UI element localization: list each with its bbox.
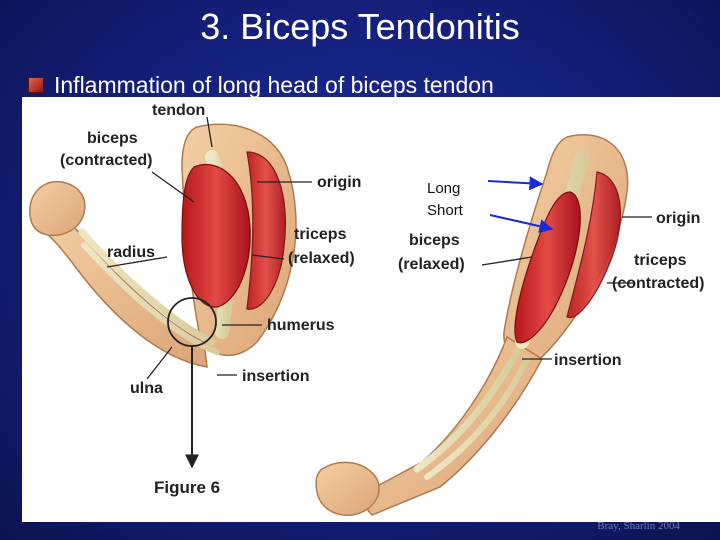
label-origin-left: origin — [317, 174, 361, 191]
label-radius: radius — [107, 244, 155, 261]
label-relaxed-left: (relaxed) — [288, 250, 355, 267]
watermark-text: Bray, Sharlin 2004 — [597, 520, 680, 532]
left-arm-flexed — [29, 123, 297, 469]
label-contracted-right: (contracted) — [612, 275, 704, 292]
arrow-long-head — [487, 176, 544, 191]
label-insertion-right: insertion — [554, 352, 622, 369]
arrow-short-head — [489, 214, 554, 234]
anatomy-figure: tendon biceps (contracted) origin tricep… — [22, 97, 720, 522]
label-contracted-left: (contracted) — [60, 152, 152, 169]
label-humerus: humerus — [267, 317, 335, 334]
label-biceps-left: biceps — [87, 130, 138, 147]
label-biceps-right: biceps — [409, 232, 460, 249]
slide-title: 3. Biceps Tendonitis — [200, 6, 520, 47]
label-origin-right: origin — [656, 210, 700, 227]
label-long-head: Long — [427, 180, 460, 197]
label-triceps-left: triceps — [294, 226, 347, 243]
bullet-square-icon — [28, 77, 44, 93]
right-arm-pointers — [481, 216, 652, 360]
label-relaxed-right: (relaxed) — [398, 256, 465, 273]
label-tendon: tendon — [152, 102, 205, 119]
bullet-point: Inflammation of long head of biceps tend… — [28, 70, 494, 100]
arm-illustration: tendon biceps (contracted) origin tricep… — [29, 102, 704, 516]
label-triceps-right: triceps — [634, 252, 687, 269]
bullet-text: Inflammation of long head of biceps tend… — [54, 71, 494, 98]
label-ulna: ulna — [130, 380, 163, 397]
right-arm-extended — [315, 134, 629, 516]
figure-caption: Figure 6 — [154, 478, 220, 497]
long-short-label-box — [424, 173, 484, 221]
label-insertion-left: insertion — [242, 368, 310, 385]
left-arm-pointers — [106, 116, 312, 380]
label-short-head: Short — [427, 202, 464, 219]
